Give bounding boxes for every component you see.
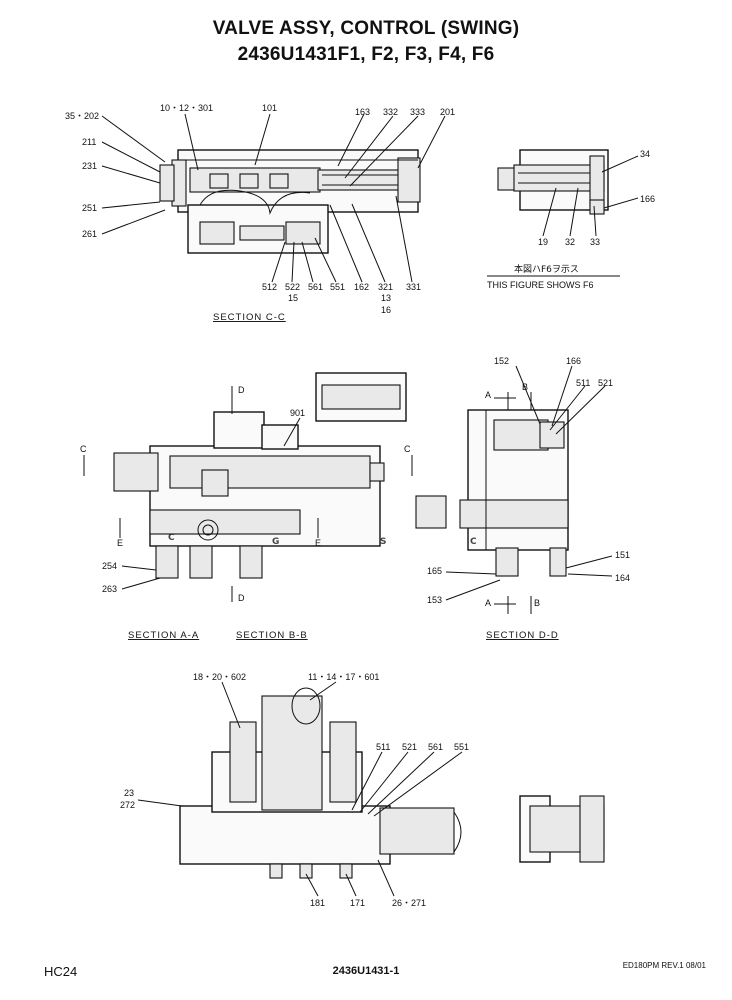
label-18-20-602: 18・20・602 [193,672,246,682]
label-33: 33 [590,237,600,247]
label-272: 272 [120,800,135,810]
label-e-left: E [117,538,123,548]
label-32: 32 [565,237,575,247]
label-166-dd: 166 [566,356,581,366]
label-16: 16 [381,305,391,315]
label-166-f6: 166 [640,194,655,204]
label-152: 152 [494,356,509,366]
note-japanese: 本図ハF6ヲ示ス [514,263,579,275]
drawing-title-line-2: 2436U1431F1, F2, F3, F4, F6 [237,44,495,65]
label-511-front: 511 [376,742,390,752]
label-11-14-17-601: 11・14・17・601 [308,672,379,682]
section-dd-drawing [415,409,569,577]
label-163: 163 [355,107,370,117]
section-aa-caption: SECTION A-A [128,630,199,641]
label-19: 19 [538,237,548,247]
label-165: 165 [427,566,442,576]
label-a-top: A [485,390,491,400]
label-b-bottom: B [534,598,540,608]
label-151: 151 [615,550,630,560]
watermark-letter-g: G [272,537,279,547]
label-162: 162 [354,282,369,292]
label-261: 261 [82,229,97,239]
label-522: 522 [285,282,300,292]
label-d-bottom: D [238,593,245,603]
section-dd-marks [445,365,613,614]
cgsc-watermark: C G S C [168,533,477,547]
label-201: 201 [440,107,455,117]
label-13: 13 [381,293,391,303]
section-dd-caption: SECTION D-D [486,630,559,641]
label-512: 512 [262,282,277,292]
section-cc-leaders [101,113,446,283]
watermark-letter-c1: C [168,533,175,543]
label-101: 101 [262,103,277,113]
footer-revision: ED180PM REV.1 08/01 [622,961,706,970]
drawing-title-line-1: VALVE ASSY, CONTROL (SWING) [212,18,520,39]
label-10-12-301: 10・12・301 [160,103,213,113]
label-153: 153 [427,595,442,605]
watermark-letter-c2: C [470,537,477,547]
label-254: 254 [102,561,117,571]
label-521-dd: 521 [598,378,613,388]
label-231: 231 [82,161,97,171]
label-34: 34 [640,149,650,159]
section-aa-bb-drawing [113,372,407,579]
label-561: 561 [308,282,323,292]
label-c-right: C [404,444,411,454]
label-23: 23 [124,788,134,798]
label-26-271: 26・271 [392,898,426,908]
front-view-drawing [179,687,605,879]
label-35-202: 35・202 [65,111,99,121]
footer-page-code: HC24 [44,964,78,979]
watermark-letter-s: S [380,537,386,547]
label-551: 551 [330,282,345,292]
label-a-bottom: A [485,598,491,608]
section-cc-caption: SECTION C-C [213,312,286,323]
label-521-front: 521 [402,742,417,752]
label-511-dd: 511 [576,378,590,388]
label-15: 15 [288,293,298,303]
note-english: THIS FIGURE SHOWS F6 [487,280,594,290]
label-332: 332 [383,107,398,117]
label-d-top: D [238,385,245,395]
label-164: 164 [615,573,630,583]
label-333: 333 [410,107,425,117]
label-b-top: B [522,382,528,392]
label-251: 251 [82,203,97,213]
label-551-front: 551 [454,742,469,752]
label-263: 263 [102,584,117,594]
label-171: 171 [350,898,365,908]
label-e-right: E [315,538,321,548]
section-bb-caption: SECTION B-B [236,630,308,641]
label-181: 181 [310,898,325,908]
front-view-leaders [137,681,463,897]
section-cc-drawing [159,149,421,254]
label-c-left: C [80,444,87,454]
section-aa-bb-marks [83,386,413,602]
f6-detail-leaders [542,155,639,237]
label-901: 901 [290,408,305,418]
label-211: 211 [82,137,96,147]
f6-detail-drawing [497,149,609,215]
label-561-front: 561 [428,742,443,752]
footer-drawing-number: 2436U1431-1 [332,965,400,977]
label-331: 331 [406,282,421,292]
label-321: 321 [378,282,393,292]
